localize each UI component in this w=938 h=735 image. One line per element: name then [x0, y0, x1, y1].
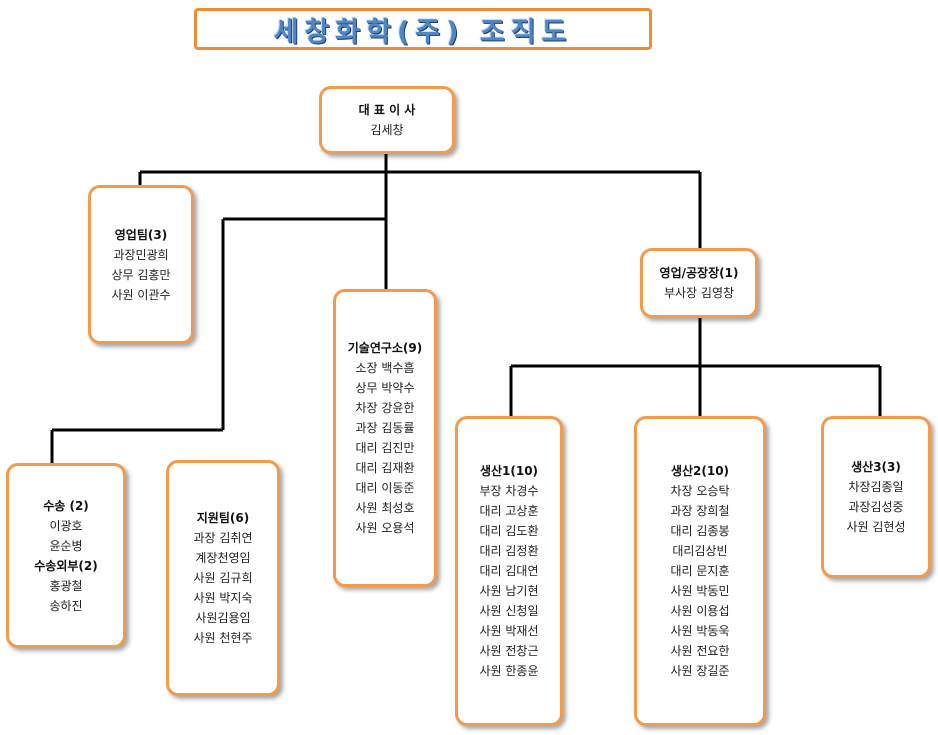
production1-member: 대리 김대연 [479, 564, 539, 578]
ceo-box: 대 표 이 사 김세창 [319, 86, 455, 154]
production1-box: 생산1(10) 부장 차경수 대리 고상훈 대리 김도환 대리 김정환 대리 김… [455, 416, 563, 726]
production2-member: 대리 문지훈 [670, 564, 730, 578]
production2-member: 대리김상빈 [672, 544, 728, 558]
support-team-box: 지원팀(6) 과장 김취연 계장천영임 사원 김규희 사원 박지숙 사원김용임 … [166, 460, 280, 696]
support-member: 사원 천현주 [193, 631, 253, 645]
support-team-title: 지원팀(6) [196, 511, 250, 525]
production1-member: 사원 한종윤 [479, 664, 539, 678]
transport-member: 윤순병 [49, 538, 83, 553]
production1-member: 부장 차경수 [479, 484, 539, 498]
support-member: 과장 김취연 [193, 531, 253, 545]
chart-title: 세창화학(주) 조직도 [273, 16, 573, 48]
production2-member: 과장 장희철 [670, 504, 730, 518]
production2-member: 사원 장길준 [670, 664, 730, 678]
transport-external-member: 송하진 [49, 598, 83, 613]
sales-member: 사원 이관수 [111, 287, 171, 302]
production1-member: 사원 박재선 [479, 624, 539, 638]
production2-member: 차장 오승탁 [670, 484, 730, 498]
production3-member: 차장김종일 [848, 480, 904, 494]
support-member: 사원김용임 [195, 611, 251, 625]
production1-member: 사원 전창근 [479, 644, 539, 658]
production1-member: 대리 김정환 [479, 544, 539, 558]
production1-member: 대리 고상훈 [479, 504, 539, 518]
transport-member: 이광호 [49, 518, 83, 533]
production2-title: 생산2(10) [670, 464, 730, 478]
rnd-member: 소장 백수흠 [355, 361, 415, 375]
sales-team-title: 영업팀(3) [114, 227, 168, 242]
production3-member: 사원 김현성 [846, 520, 906, 534]
sales-team-box: 영업팀(3) 과장민광희 상무 김홍만 사원 이관수 [88, 185, 194, 344]
factory-head-box: 영업/공장장(1) 부사장 김영창 [640, 248, 758, 318]
sales-member: 과장민광희 [113, 247, 169, 262]
rnd-member: 사원 오용석 [355, 521, 415, 535]
rnd-member: 대리 이동준 [355, 481, 415, 495]
production3-box: 생산3(3) 차장김종일 과장김성중 사원 김현성 [821, 416, 931, 578]
production1-title: 생산1(10) [479, 464, 539, 478]
factory-head-title: 영업/공장장(1) [659, 266, 739, 280]
support-member: 사원 김규희 [193, 571, 253, 585]
rnd-title: 기술연구소(9) [347, 341, 423, 355]
rnd-member: 차장 강윤한 [355, 401, 415, 415]
rnd-box: 기술연구소(9) 소장 백수흠 상무 박약수 차장 강윤한 과장 김동률 대리 … [333, 289, 437, 587]
ceo-title: 대 표 이 사 [358, 103, 416, 117]
sales-member: 상무 김홍만 [111, 267, 171, 282]
transport-external-title: 수송외부(2) [34, 558, 98, 573]
production1-member: 사원 남기현 [479, 584, 539, 598]
rnd-member: 상무 박약수 [355, 381, 415, 395]
production2-member: 사원 전요한 [670, 644, 730, 658]
production2-member: 대리 김종봉 [670, 524, 730, 538]
transport-title: 수송 (2) [43, 498, 89, 513]
rnd-member: 과장 김동률 [355, 421, 415, 435]
rnd-member: 대리 김재환 [355, 461, 415, 475]
support-member: 계장천영임 [195, 551, 251, 565]
production2-box: 생산2(10) 차장 오승탁 과장 장희철 대리 김종봉 대리김상빈 대리 문지… [634, 416, 766, 726]
production1-member: 사원 신청일 [479, 604, 539, 618]
factory-head-name: 부사장 김영창 [663, 286, 735, 300]
support-member: 사원 박지숙 [193, 591, 253, 605]
rnd-member: 사원 최성호 [355, 501, 415, 515]
production2-member: 사원 박동욱 [670, 624, 730, 638]
transport-box: 수송 (2) 이광호 윤순병 수송외부(2) 홍광철 송하진 [6, 463, 126, 648]
ceo-name: 김세창 [370, 123, 404, 137]
title-box: 세창화학(주) 조직도 [194, 8, 652, 50]
transport-external-member: 홍광철 [49, 578, 83, 593]
production2-member: 사원 박동민 [670, 584, 730, 598]
production2-member: 사원 이용섭 [670, 604, 730, 618]
rnd-member: 대리 김진만 [355, 441, 415, 455]
production3-title: 생산3(3) [851, 460, 901, 474]
production1-member: 대리 김도환 [479, 524, 539, 538]
production3-member: 과장김성중 [848, 500, 904, 514]
